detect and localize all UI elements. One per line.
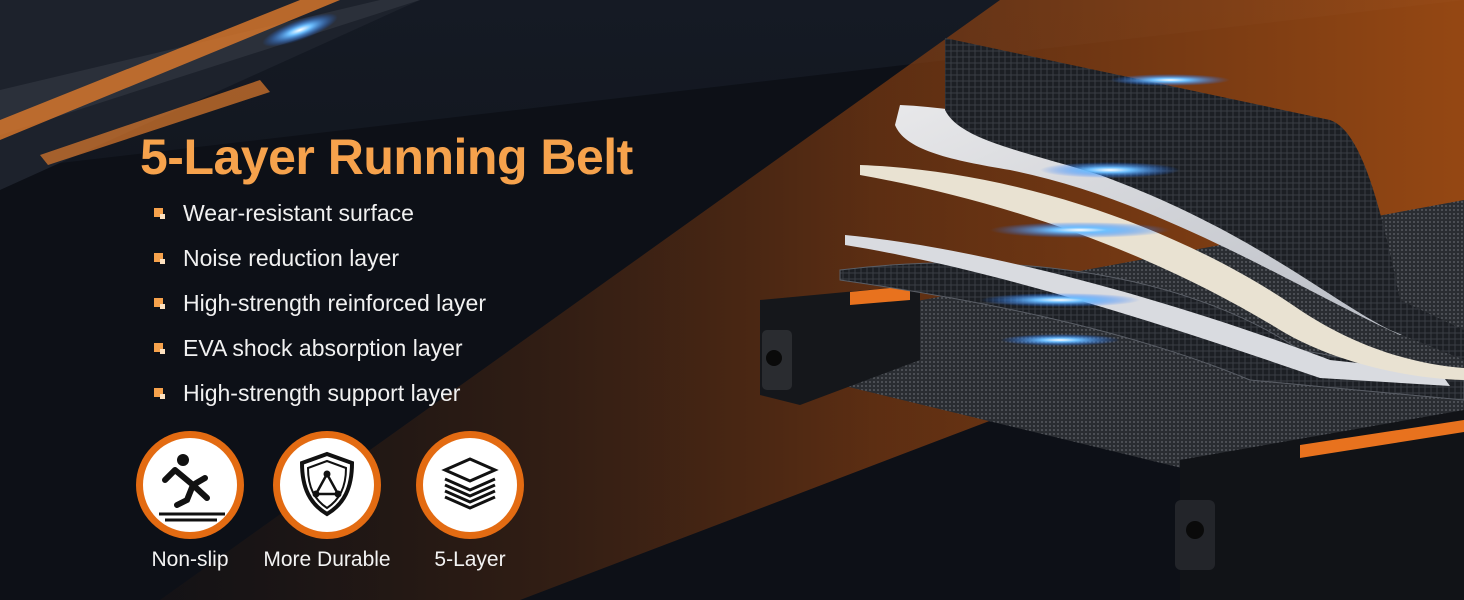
bullet-icon: [154, 253, 165, 264]
bullet-icon: [154, 208, 165, 219]
feature-item: EVA shock absorption layer: [150, 331, 486, 376]
feature-item: Noise reduction layer: [150, 241, 486, 286]
badge-label: Non-slip: [151, 548, 229, 571]
feature-item: High-strength reinforced layer: [150, 286, 486, 331]
feature-text: Noise reduction layer: [183, 245, 400, 271]
bullet-icon: [154, 388, 165, 399]
badge-label: More Durable: [263, 548, 391, 571]
bullet-icon: [154, 343, 165, 354]
bullet-icon: [154, 298, 165, 309]
badge-label: 5-Layer: [434, 548, 506, 571]
feature-text: Wear-resistant surface: [183, 200, 414, 226]
feature-text: EVA shock absorption layer: [183, 335, 463, 361]
feature-item: Wear-resistant surface: [150, 196, 486, 241]
feature-text: High-strength reinforced layer: [183, 290, 486, 316]
headline: 5-Layer Running Belt: [140, 129, 633, 185]
shield-icon: [273, 431, 381, 539]
slipping-person-icon: [136, 431, 244, 539]
feature-item: High-strength support layer: [150, 376, 486, 421]
feature-text: High-strength support layer: [183, 380, 461, 406]
stacked-layers-icon: [416, 431, 524, 539]
feature-list: Wear-resistant surface Noise reduction l…: [150, 196, 486, 421]
